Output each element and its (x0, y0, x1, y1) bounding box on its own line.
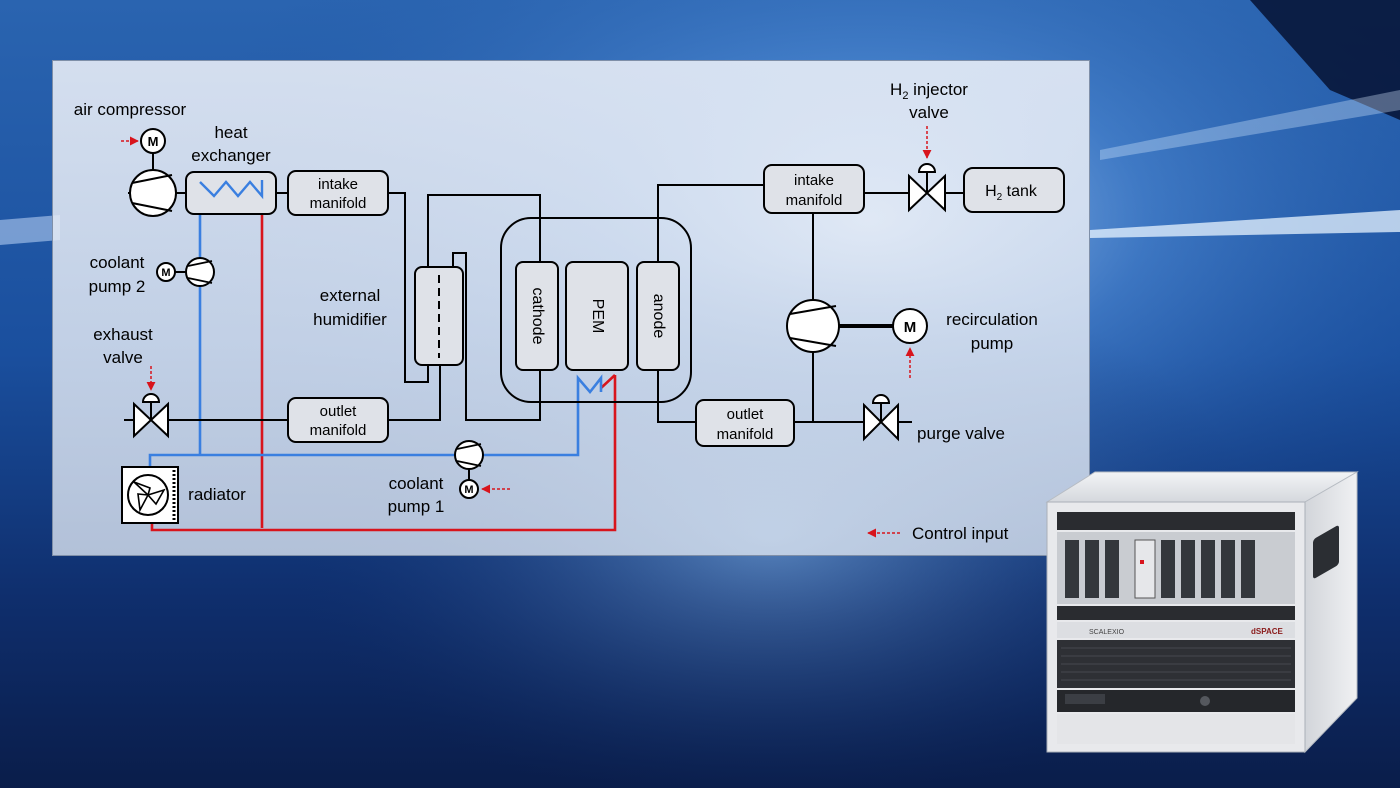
intake-manifold-right-label-2: manifold (786, 192, 843, 209)
pem-label: PEM (589, 299, 606, 334)
recirculation-label-2: pump (971, 334, 1014, 353)
legend-control-input: Control input (912, 524, 1009, 543)
recirculation-label-1: recirculation (946, 310, 1038, 329)
intake-manifold-left-label-1: intake (318, 176, 358, 193)
legend: Control input (867, 524, 1009, 543)
h2-injector-valve (908, 126, 946, 213)
outlet-manifold-right-label-2: manifold (717, 426, 774, 443)
h2-tank: H2 tank (963, 167, 1065, 213)
anode-label: anode (650, 294, 667, 339)
exhaust-valve-label-2: valve (103, 348, 143, 367)
h2-injector-label-2: valve (909, 103, 949, 122)
scalexio-rack-image: SCALEXIO dSPACE (1045, 471, 1359, 754)
heat-exchanger-label-1: heat (214, 123, 247, 142)
outlet-manifold-right: outlet manifold (695, 399, 795, 447)
heat-exchanger-label-2: exchanger (191, 146, 271, 165)
outlet-manifold-right-label-1: outlet (727, 406, 765, 423)
outlet-manifold-left-label-2: manifold (310, 422, 367, 439)
dspace-brand-label: dSPACE (1251, 627, 1284, 636)
cathode-block (515, 261, 559, 371)
cathode-label: cathode (529, 288, 546, 345)
radiator (121, 466, 179, 524)
recirculation-motor-label: M (904, 319, 917, 336)
intake-manifold-left-label-2: manifold (310, 195, 367, 212)
heat-exchanger (185, 171, 277, 215)
h2-injector-label-1: H2 injector (890, 80, 968, 102)
coolant-pump-2-motor-label: M (161, 267, 170, 279)
pem-block (565, 261, 629, 371)
air-compressor-label: air compressor (74, 100, 187, 119)
external-humidifier-label-1: external (320, 286, 380, 305)
coolant-pump-1-label-1: coolant (389, 474, 444, 493)
external-humidifier-label-2: humidifier (313, 310, 387, 329)
air-lines (124, 184, 964, 423)
exhaust-valve (133, 366, 169, 439)
scalexio-model-label: SCALEXIO (1089, 629, 1125, 636)
anode-block (636, 261, 680, 371)
coolant-pump-1-motor-label: M (464, 484, 473, 496)
coolant-pump-2-label-1: coolant (90, 253, 145, 272)
fuel-cell-stack: cathode PEM anode (500, 217, 692, 403)
external-humidifier (414, 266, 464, 366)
exhaust-valve-label-1: exhaust (93, 325, 153, 344)
outlet-manifold-left-label-1: outlet (320, 403, 358, 420)
intake-manifold-right-label-1: intake (794, 172, 834, 189)
air-compressor-motor-label: M (148, 134, 159, 149)
coolant-pump-1-label-2: pump 1 (388, 497, 445, 516)
pem-heat-exchanger (576, 374, 603, 395)
coolant-pump-2-label-2: pump 2 (89, 277, 146, 296)
coolant-pump-2: M (156, 257, 215, 287)
outlet-manifold-left: outlet manifold (287, 397, 389, 443)
coolant-pump-1: M (454, 440, 510, 499)
recirculation-pump: M (786, 299, 928, 378)
coolant-hot-line (150, 178, 617, 532)
h2-tank-label: H2 tank (985, 183, 1038, 203)
coolant-cold-line (148, 178, 580, 468)
intake-manifold-right: intake manifold (763, 164, 865, 214)
purge-valve (863, 394, 899, 442)
intake-manifold-left: intake manifold (287, 170, 389, 216)
purge-valve-label: purge valve (917, 424, 1005, 443)
air-compressor: M (121, 128, 177, 217)
radiator-label: radiator (188, 485, 246, 504)
